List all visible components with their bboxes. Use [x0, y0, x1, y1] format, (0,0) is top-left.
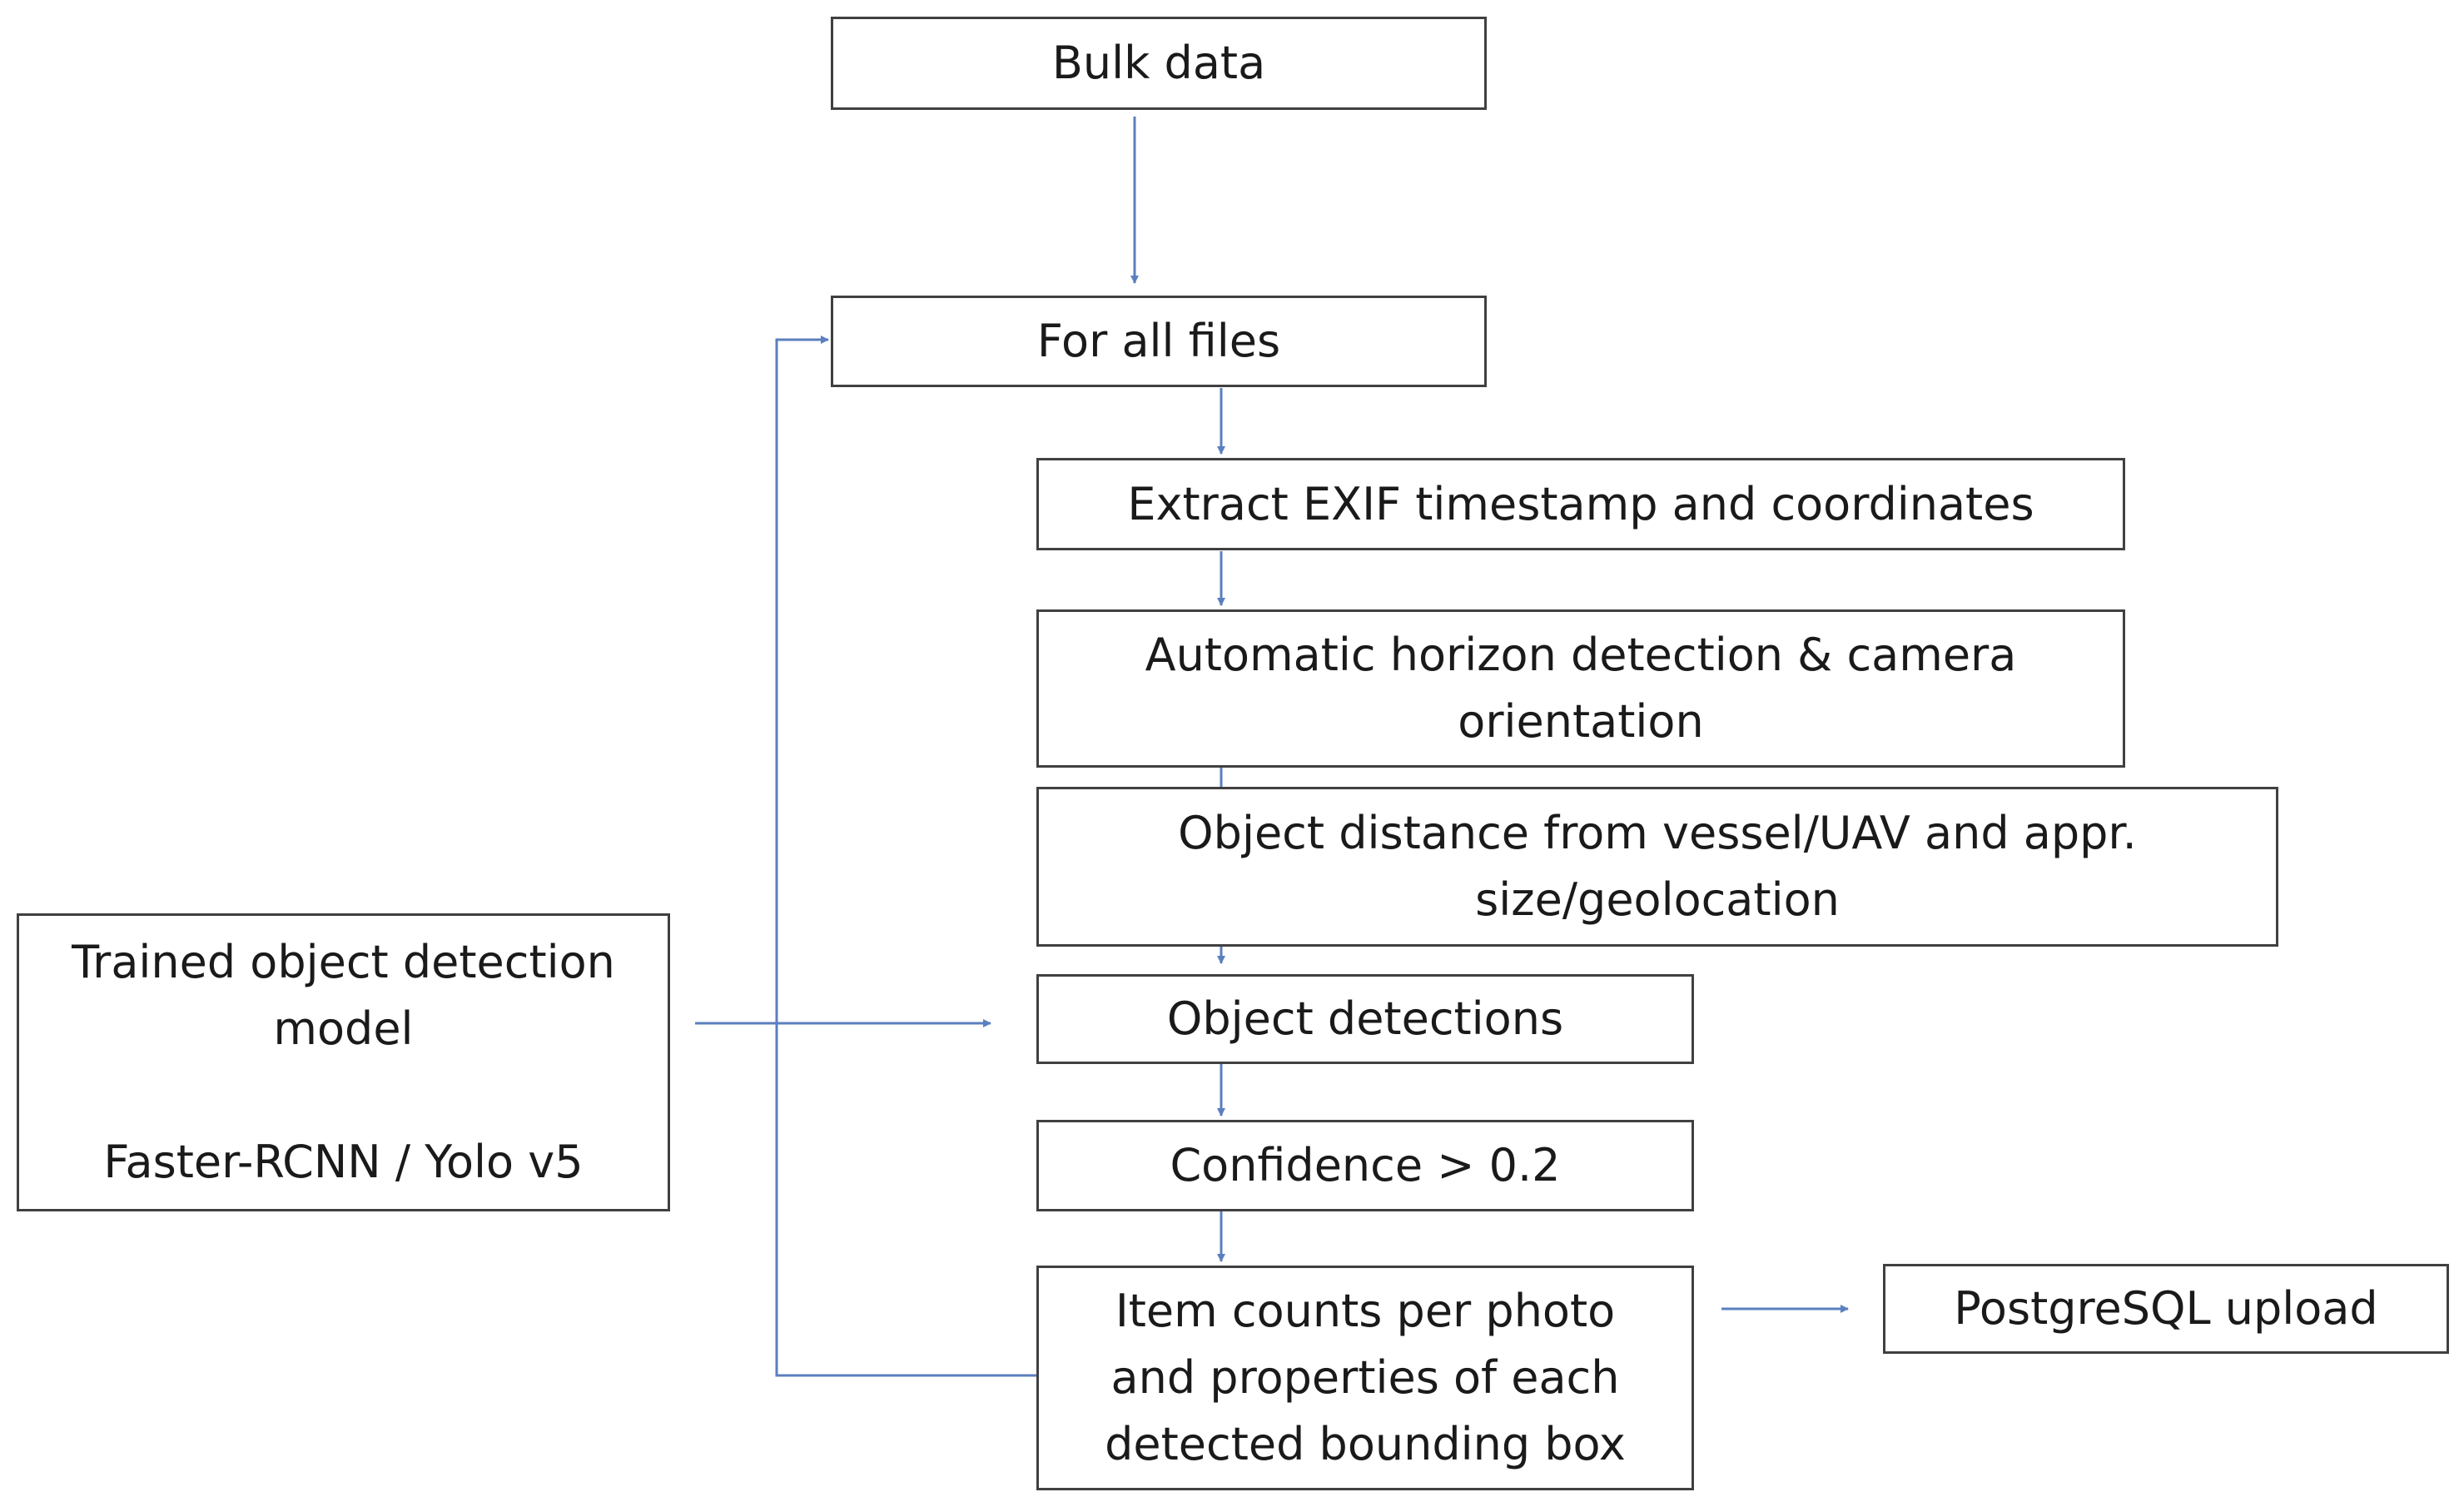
- horizon-detection-box: Automatic horizon detection & camera ori…: [1036, 609, 2125, 768]
- item-counts-label-line-2: and properties of each: [1110, 1351, 1620, 1404]
- item-counts-label-line-3: detected bounding box: [1105, 1418, 1626, 1470]
- object-detections-label: Object detections: [1166, 992, 1564, 1045]
- item-counts-label-line-1: Item counts per photo: [1115, 1285, 1616, 1337]
- object-detections-box: Object detections: [1036, 974, 1694, 1064]
- confidence-threshold-label: Confidence > 0.2: [1170, 1139, 1561, 1191]
- trained-model-box: Trained object detection model Faster-RC…: [17, 913, 670, 1211]
- extract-exif-label: Extract EXIF timestamp and coordinates: [1127, 477, 2034, 530]
- trained-model-title-line-1: Trained object detection: [72, 936, 615, 988]
- horizon-detection-label-line-2: orientation: [1458, 695, 1704, 748]
- object-distance-label-line-1: Object distance from vessel/UAV and appr…: [1178, 807, 2137, 859]
- item-counts-box: Item counts per photo and properties of …: [1036, 1266, 1694, 1490]
- horizon-detection-label-line-1: Automatic horizon detection & camera: [1145, 629, 2017, 681]
- loop-back-arrow: [775, 336, 1036, 1377]
- for-all-files-box: For all files: [831, 296, 1487, 387]
- trained-model-variants: Faster-RCNN / Yolo v5: [103, 1136, 584, 1188]
- for-all-files-label: For all files: [1036, 315, 1281, 367]
- trained-model-title-line-2: model: [273, 1002, 414, 1055]
- extract-exif-box: Extract EXIF timestamp and coordinates: [1036, 458, 2125, 550]
- bulk-data-label: Bulk data: [1051, 37, 1266, 89]
- postgresql-upload-box: PostgreSQL upload: [1883, 1264, 2449, 1354]
- postgresql-upload-label: PostgreSQL upload: [1954, 1282, 2378, 1335]
- object-distance-label-line-2: size/geolocation: [1475, 873, 1840, 926]
- object-distance-box: Object distance from vessel/UAV and appr…: [1036, 787, 2278, 947]
- confidence-threshold-box: Confidence > 0.2: [1036, 1120, 1694, 1211]
- bulk-data-box: Bulk data: [831, 17, 1487, 110]
